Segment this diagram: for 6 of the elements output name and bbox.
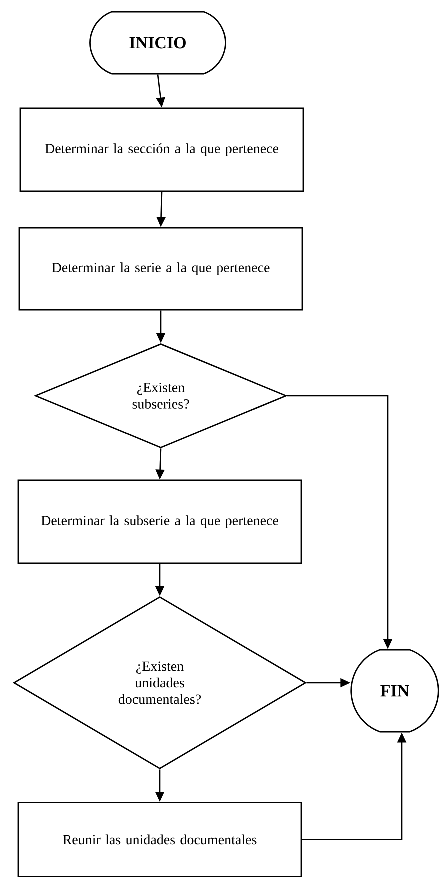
process-box: Determinar la serie a la que pertenece [18, 227, 304, 311]
process-box: Determinar la sección a la que pertenece [20, 108, 304, 192]
terminal-box: FIN [350, 649, 439, 733]
process-box: Reunir las unidades documentales [18, 802, 302, 878]
process-box: Determinar la subserie a la que pertenece [18, 480, 302, 564]
terminal-box: INICIO [90, 11, 226, 75]
